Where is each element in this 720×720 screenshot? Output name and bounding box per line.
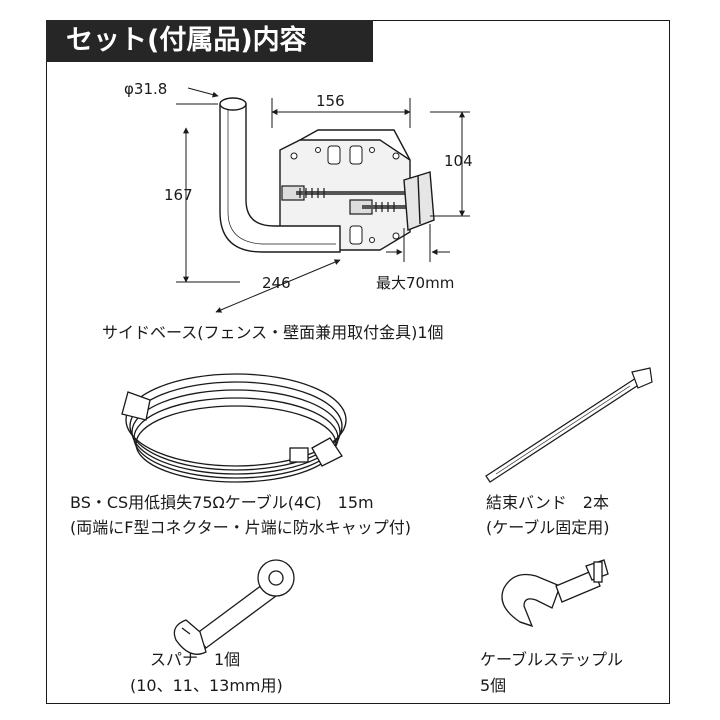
staple-caption-line1: ケーブルステップル xyxy=(480,650,624,669)
cable-caption-line2: (両端にF型コネクター・片端に防水キャップ付) xyxy=(70,518,412,537)
depth-dimension-label: 246 xyxy=(262,274,291,292)
wrench-caption-line2: (10、11、13mm用) xyxy=(130,676,283,695)
pole-height-dimension-label: 167 xyxy=(164,186,193,204)
cable-staple-illustration xyxy=(501,559,609,628)
coaxial-cable-illustration xyxy=(121,373,347,483)
title-bar xyxy=(46,20,373,62)
cable-caption-line1: BS・CS用低損失75Ωケーブル(4C) 15m xyxy=(70,493,374,512)
cable-tie-caption-line1: 結束バンド 2本 xyxy=(486,493,609,512)
side-base-caption: サイドベース(フェンス・壁面兼用取付金具)1個 xyxy=(102,323,444,342)
staple-caption-line2: 5個 xyxy=(480,676,507,695)
max-thickness-label: 最大70mm xyxy=(376,274,455,292)
wrench-caption-line1: スパナ 1個 xyxy=(150,650,241,669)
cable-tie-illustration xyxy=(485,367,653,483)
dimension-lines xyxy=(176,87,470,313)
cable-tie-caption-line2: (ケーブル固定用) xyxy=(486,518,610,537)
width-dimension-label: 156 xyxy=(316,92,345,110)
diameter-label: φ31.8 xyxy=(124,80,168,98)
side-base-illustration xyxy=(219,97,435,253)
page-title: セット(付属品)内容 xyxy=(66,25,307,56)
plate-height-dimension-label: 104 xyxy=(444,152,473,170)
wrench-illustration xyxy=(173,559,295,655)
